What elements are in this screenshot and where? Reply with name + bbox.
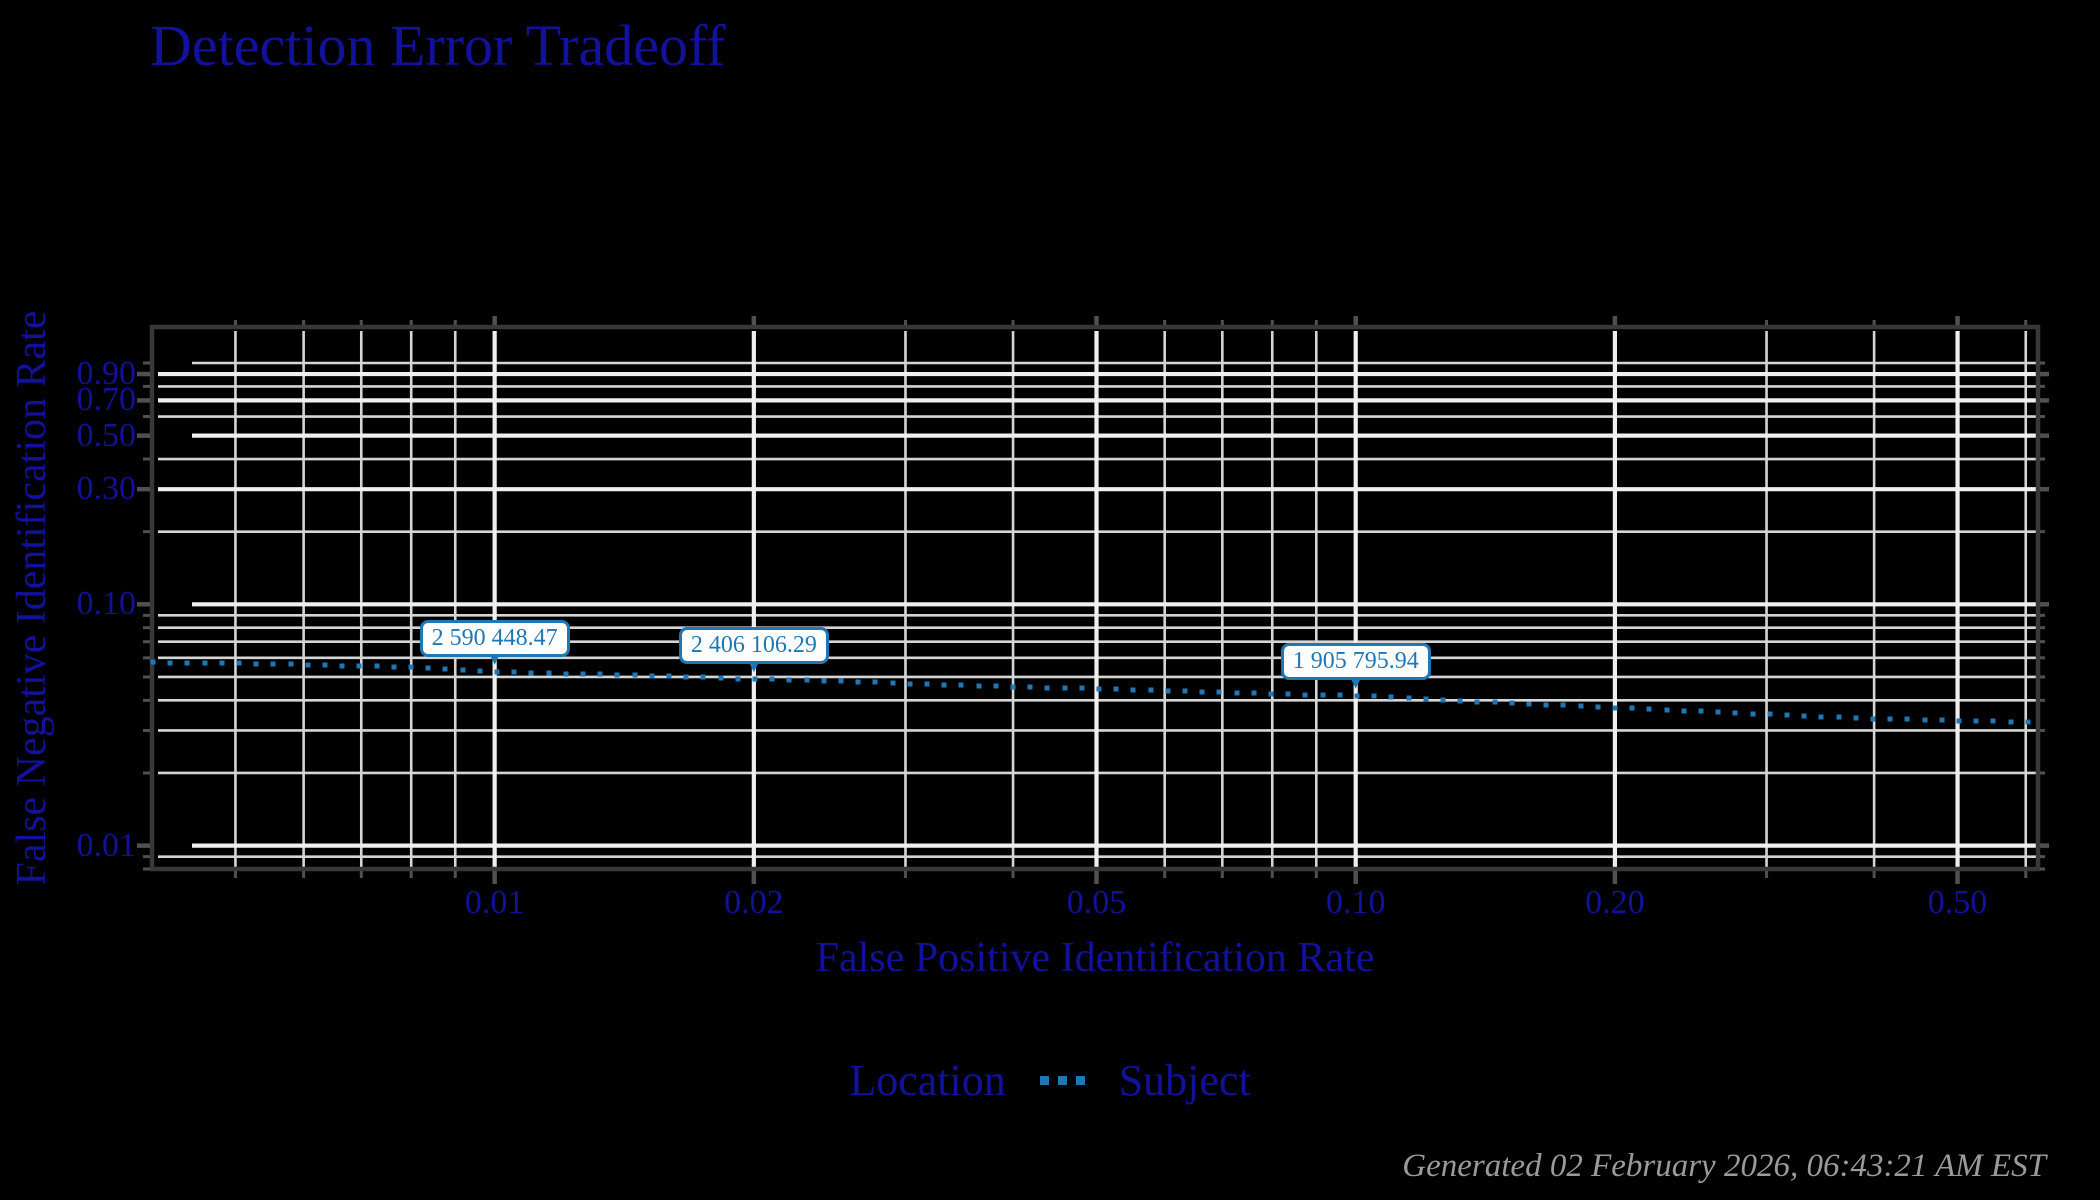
x-tick-label: 0.50: [1927, 884, 1988, 921]
x-axis-title: False Positive Identification Rate: [815, 935, 1375, 981]
threshold-annotation: 2 590 448.47: [419, 619, 570, 657]
legend-dot-icon: [1075, 1075, 1085, 1085]
y-tick-label: 0.10: [76, 585, 137, 623]
dotted-line-marker-icon: [1039, 1075, 1085, 1085]
legend-title: Location: [849, 1055, 1006, 1105]
x-tick-label: 0.20: [1585, 884, 1645, 921]
generated-timestamp: Generated 02 February 2026, 06:43:21 AM …: [1402, 1148, 2046, 1184]
y-tick-label: 0.30: [76, 470, 137, 508]
axis-ticks: [137, 316, 2049, 884]
legend-dot-icon: [1057, 1075, 1067, 1085]
legend-dot-icon: [1039, 1075, 1049, 1085]
x-tick-label: 0.05: [1066, 884, 1127, 921]
y-axis-title: False Negative Identification Rate: [9, 310, 55, 886]
x-tick-label: 0.02: [724, 884, 784, 921]
subject-dotted-line: [150, 659, 2031, 725]
legend-series-label: Subject: [1118, 1055, 1251, 1105]
y-tick-label: 0.90: [76, 355, 137, 393]
y-tick-label: 0.50: [76, 416, 137, 454]
x-tick-label: 0.10: [1325, 884, 1386, 921]
threshold-annotation: 2 406 106.29: [678, 627, 829, 665]
x-tick-label: 0.01: [464, 884, 525, 921]
y-tick-label: 0.70: [76, 381, 137, 419]
major-gridlines: [158, 331, 2036, 867]
chart-title: Detection Error Tradeoff: [150, 13, 726, 78]
threshold-annotation: 1 905 795.94: [1280, 643, 1431, 681]
annotation-pointers: [489, 654, 1361, 689]
y-tick-label: 0.01: [76, 826, 137, 864]
legend: Location Subject: [0, 1050, 2100, 1110]
plot-spines: [149, 324, 2041, 872]
